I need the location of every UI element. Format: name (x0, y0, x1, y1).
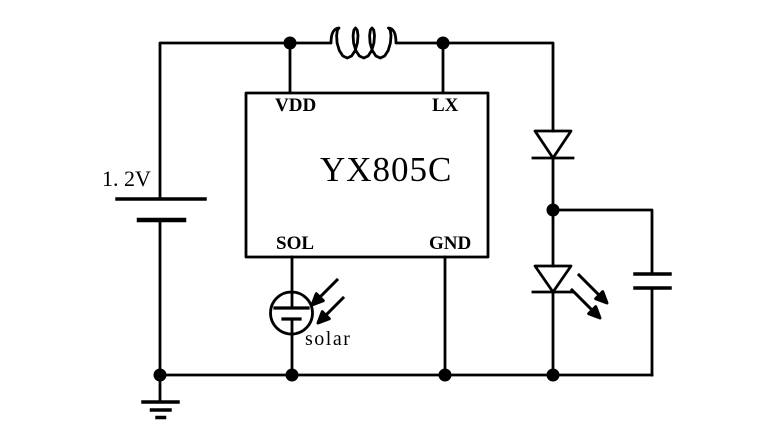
junction-dot-vdd-node (283, 36, 297, 50)
solar-light-arrows (310, 277, 346, 325)
wire-lx-to-diode (441, 41, 555, 133)
capacitor-icon (633, 272, 672, 290)
junction-dot-diode-node (546, 203, 560, 217)
pin-label-lx: LX (432, 95, 459, 116)
junction-dot-rail-led (546, 368, 560, 382)
ic-body (244, 91, 490, 259)
solar-cell-icon (269, 277, 346, 336)
pin-label-gnd: GND (429, 233, 472, 254)
pin-label-sol: SOL (276, 233, 315, 254)
chip-name-label: YX805C (320, 150, 453, 189)
junction-dot-lx-node (436, 36, 450, 50)
battery-voltage-label: 1. 2V (102, 166, 151, 191)
junction-dots (153, 36, 560, 382)
junction-dot-rail-gnd (438, 368, 452, 382)
solar-cell-label: solar (305, 328, 352, 350)
battery-icon (115, 197, 207, 223)
junction-dot-rail-battery (153, 368, 167, 382)
wire-node-to-capacitor (551, 208, 654, 275)
junction-dot-rail-solar (285, 368, 299, 382)
led-light-arrows (569, 272, 609, 320)
diode-icon (531, 129, 575, 160)
led-icon (531, 264, 609, 320)
inductor-icon (288, 26, 445, 60)
wire-battery-to-vdd-node (158, 41, 292, 201)
pin-label-vdd: VDD (275, 95, 317, 116)
